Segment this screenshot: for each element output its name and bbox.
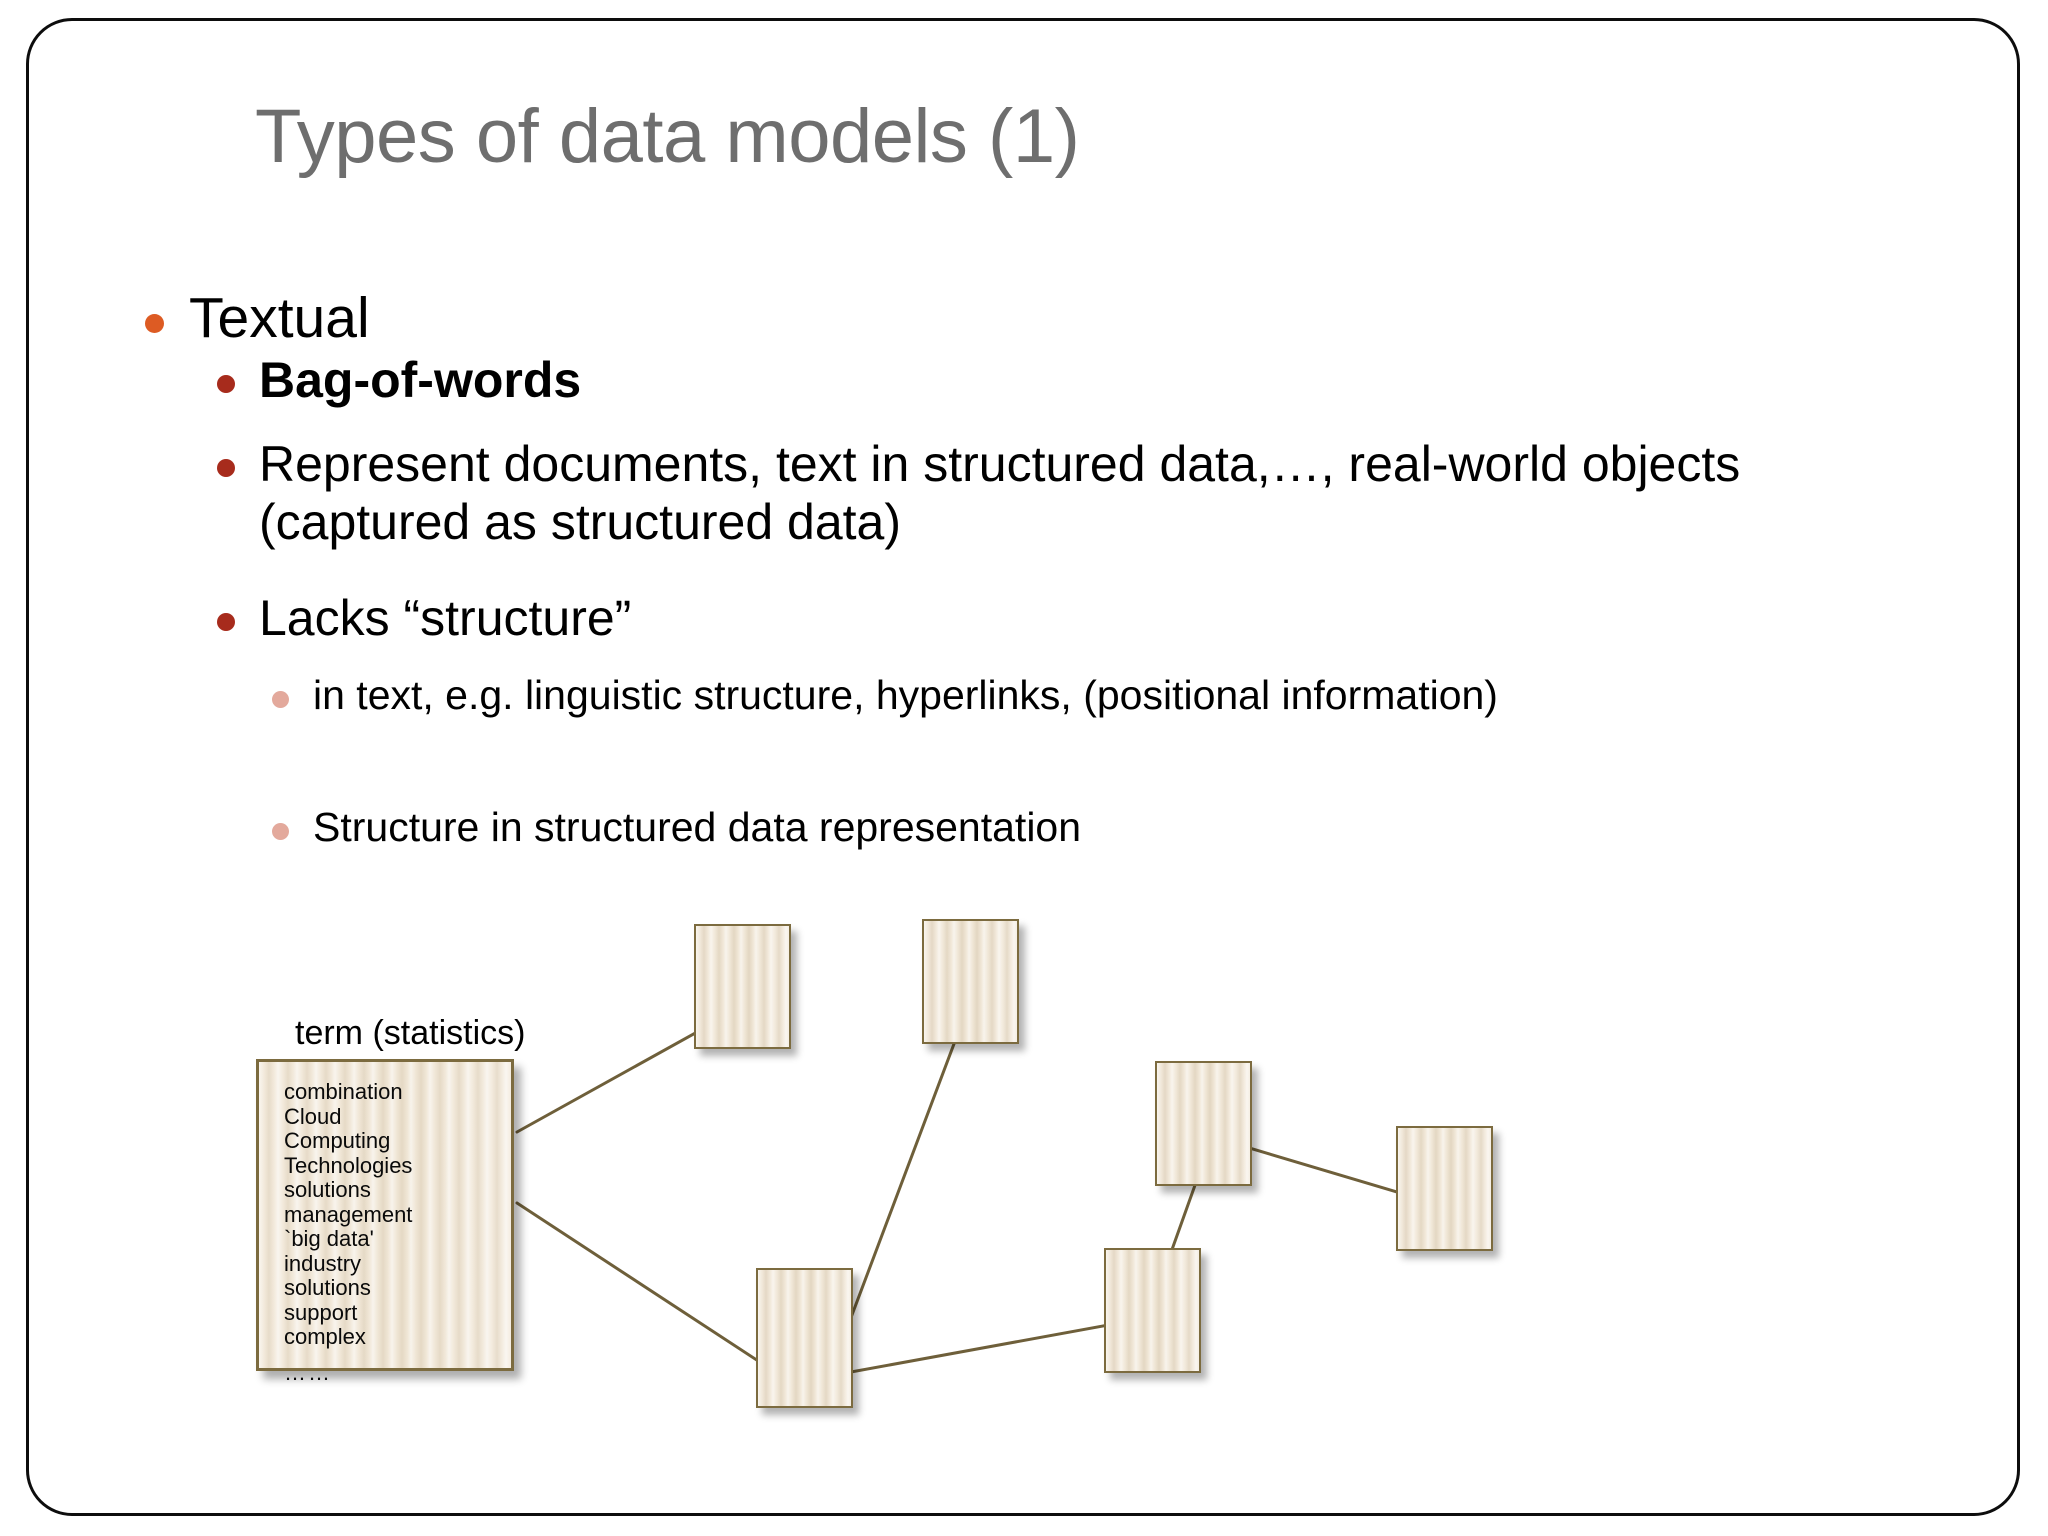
edge-bottom-left-to-bottom-right [827, 1311, 1176, 1378]
bullet-item-structure-in-structured-data: Structure in structured data representat… [272, 803, 1692, 851]
term-word: solutions [284, 1275, 371, 1300]
term-word: Cloud [284, 1103, 342, 1129]
edge-bottom-right-to-mid-right [1147, 1144, 1211, 1316]
bullet-dot-level3 [272, 691, 289, 708]
slide-canvas: Types of data models (1) Textual Bag-of-… [26, 18, 2020, 1516]
term-word: Computing [284, 1128, 391, 1153]
node-far-right [1396, 1126, 1493, 1251]
edge-term-to-bottom-left [515, 1201, 806, 1393]
edge-term-to-top-left [515, 1004, 746, 1134]
term-word-ellipsis: …… [284, 1359, 332, 1385]
bullet-dot-level1 [145, 314, 164, 333]
term-word: solutions [284, 1177, 371, 1202]
bullet-text: Lacks “structure” [259, 590, 632, 646]
bullet-text: Structure in structured data representat… [313, 804, 1082, 850]
bullet-item-represent-documents: Represent documents, text in structured … [217, 435, 1917, 551]
bullet-text: Bag-of-words [259, 352, 582, 408]
node-bottom-right [1104, 1248, 1201, 1373]
bullet-text: in text, e.g. linguistic structure, hype… [313, 672, 1498, 718]
node-top-left [694, 924, 791, 1049]
page-title: Types of data models (1) [255, 94, 1080, 179]
term-word: management [284, 1201, 413, 1227]
bullet-dot-level2 [217, 459, 235, 477]
term-word: combination [284, 1079, 403, 1104]
edge-bottom-left-to-top-right [827, 1002, 971, 1378]
node-bottom-left [756, 1268, 853, 1408]
diagram-edges [515, 1002, 1446, 1393]
term-word: complex [284, 1324, 366, 1349]
term-word: support [284, 1299, 358, 1325]
term-word: Technologies [284, 1152, 413, 1178]
node-mid-right [1155, 1061, 1252, 1186]
bullet-item-bag-of-words: Bag-of-words [217, 351, 581, 409]
bullet-item-textual: Textual [145, 287, 370, 349]
term-statistics-label: term (statistics) [295, 1014, 526, 1052]
edge-mid-right-to-far-right [1177, 1125, 1446, 1208]
term-word: industry [284, 1250, 362, 1276]
node-top-right [922, 919, 1019, 1044]
bullet-item-lacks-structure: Lacks “structure” [217, 589, 631, 647]
bullet-dot-level2 [217, 375, 235, 393]
bullet-text: Represent documents, text in structured … [259, 436, 1741, 550]
term-word: `big data' [284, 1226, 374, 1251]
term-statistics-box: combination Cloud Computing Technologies… [256, 1059, 514, 1384]
bullet-item-in-text: in text, e.g. linguistic structure, hype… [272, 671, 1692, 719]
bag-of-words-diagram: term (statistics) combination Cloud Comp… [29, 21, 2017, 1513]
bullet-dot-level3 [272, 823, 289, 840]
bullet-text: Textual [189, 286, 370, 350]
bullet-dot-level2 [217, 613, 235, 631]
